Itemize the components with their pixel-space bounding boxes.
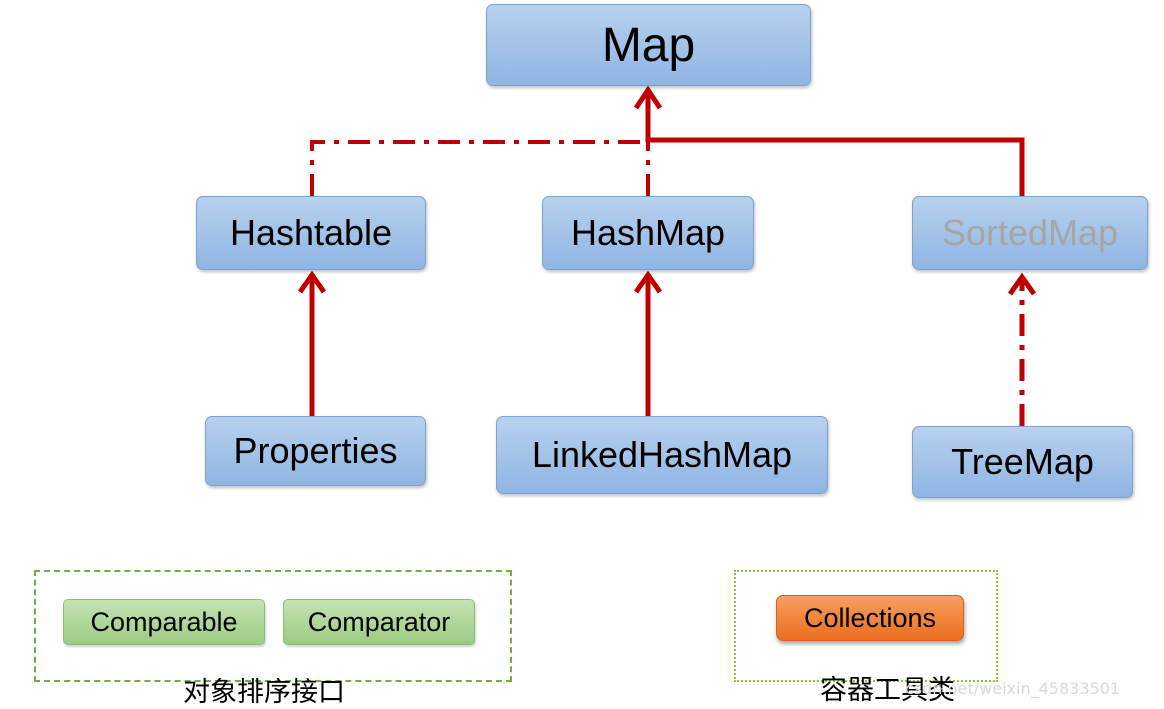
- hashmap-label: HashMap: [570, 212, 726, 253]
- collections-box: Collections: [776, 595, 964, 641]
- utility-caption: 容器工具类: [820, 675, 955, 706]
- sortedmap-to-map-connector: [645, 92, 1025, 196]
- sortedmap-node: SortedMap: [912, 196, 1148, 270]
- comparable-box: Comparable: [63, 599, 265, 645]
- linkedhashmap-label: LinkedHashMap: [531, 434, 793, 475]
- sort-interfaces-group: [34, 570, 512, 682]
- sort-interfaces-caption: 对象排序接口: [183, 677, 345, 708]
- sortedmap-arrowhead: [1007, 272, 1037, 296]
- map-arrowhead: [633, 85, 663, 110]
- hashmap-arrowhead: [633, 270, 663, 294]
- comparator-label: Comparator: [307, 606, 451, 637]
- treemap-node: TreeMap: [912, 426, 1133, 498]
- collections-label: Collections: [803, 602, 937, 633]
- map-label: Map: [601, 18, 696, 72]
- hashtable-to-map-connector: [310, 140, 648, 196]
- comparator-box: Comparator: [283, 599, 475, 645]
- properties-node: Properties: [205, 416, 426, 486]
- treemap-label: TreeMap: [951, 441, 1094, 482]
- comparable-label: Comparable: [90, 606, 238, 637]
- properties-label: Properties: [233, 430, 398, 471]
- watermark: csdn.net/weixin_45833501: [905, 679, 1121, 698]
- hashtable-node: Hashtable: [196, 196, 426, 270]
- hashtable-label: Hashtable: [229, 212, 393, 253]
- utility-group: [734, 570, 998, 682]
- hashmap-node: HashMap: [542, 196, 754, 270]
- hashtable-arrowhead: [297, 270, 327, 294]
- map-node: Map: [486, 4, 811, 86]
- sortedmap-label: SortedMap: [941, 212, 1119, 253]
- linkedhashmap-node: LinkedHashMap: [496, 416, 828, 494]
